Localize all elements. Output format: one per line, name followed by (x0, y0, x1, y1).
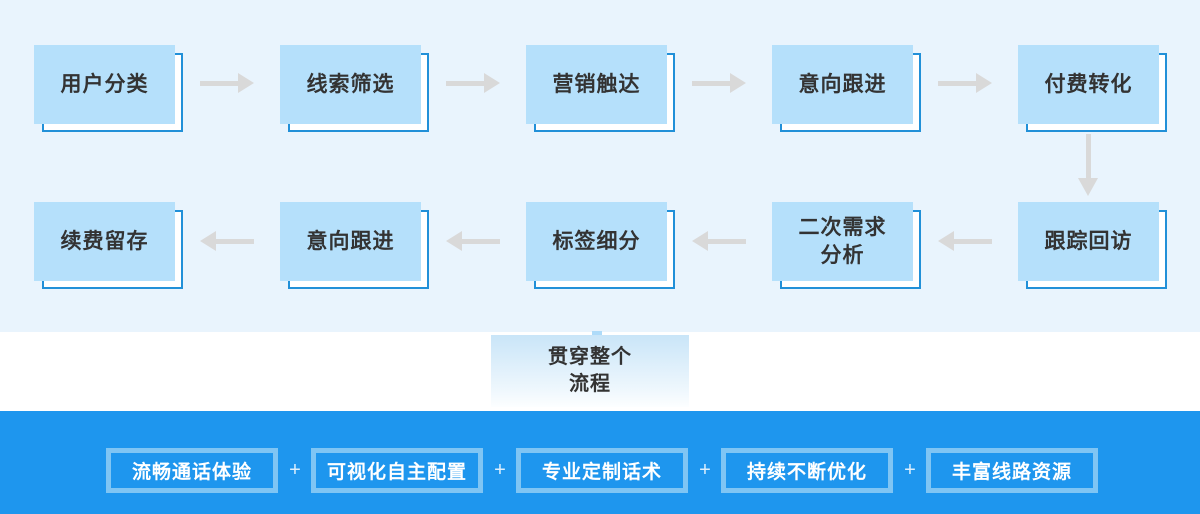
flow-step-text: 用户分类 (60, 72, 149, 96)
arrow-left-icon (446, 231, 500, 251)
feature-continuous-optimization: 持续不断优化 (721, 448, 893, 493)
banner-whole-process: 贯穿整个 流程 (491, 331, 689, 407)
plus-separator: + (699, 459, 711, 481)
arrow-left-icon (692, 231, 746, 251)
flow-step-text: 线索筛选 (306, 72, 395, 96)
plus-separator: + (904, 459, 916, 481)
flow-step-label: 意向跟进 (772, 45, 913, 124)
flow-step-label: 用户分类 (34, 45, 175, 124)
flow-step-lead-screening: 线索筛选 (280, 45, 429, 132)
banner-text: 贯穿整个 (548, 346, 632, 368)
arrow-right-icon (938, 73, 992, 93)
flow-step-marketing-reach: 营销触达 (526, 45, 675, 132)
flow-step-text: 标签细分 (552, 229, 641, 253)
flow-step-text: 分析 (820, 243, 865, 267)
feature-label: 可视化自主配置 (326, 462, 467, 483)
flow-step-tracking-revisit: 跟踪回访 (1018, 202, 1167, 289)
flow-step-label: 意向跟进 (280, 202, 421, 281)
feature-label: 持续不断优化 (746, 462, 867, 483)
flow-step-label: 续费留存 (34, 202, 175, 281)
feature-label: 专业定制话术 (541, 462, 662, 483)
flow-step-text: 付费转化 (1044, 72, 1133, 96)
feature-rich-line-resources: 丰富线路资源 (926, 448, 1098, 493)
flow-step-label: 跟踪回访 (1018, 202, 1159, 281)
arrow-right-icon (200, 73, 254, 93)
plus-separator: + (494, 459, 506, 481)
arrow-left-icon (200, 231, 254, 251)
arrow-right-icon (692, 73, 746, 93)
flow-step-label: 二次需求 分析 (772, 202, 913, 281)
banner-text: 流程 (569, 373, 611, 395)
up-arrow-tip-icon (592, 331, 602, 335)
flow-step-label: 标签细分 (526, 202, 667, 281)
flow-step-text: 意向跟进 (798, 72, 887, 96)
feature-label: 流畅通话体验 (131, 462, 252, 483)
flow-step-intent-followup-2: 意向跟进 (280, 202, 429, 289)
arrow-down-icon (1078, 134, 1098, 196)
feature-professional-custom-scripts: 专业定制话术 (516, 448, 688, 493)
plus-separator: + (289, 459, 301, 481)
feature-visual-self-configuration: 可视化自主配置 (311, 448, 483, 493)
flow-step-text: 跟踪回访 (1044, 229, 1133, 253)
flow-step-text: 营销触达 (552, 72, 641, 96)
flow-step-paid-conversion: 付费转化 (1018, 45, 1167, 132)
arrow-right-icon (446, 73, 500, 93)
flow-step-tag-segmentation: 标签细分 (526, 202, 675, 289)
flow-step-text: 续费留存 (60, 229, 149, 253)
flow-step-intent-followup-1: 意向跟进 (772, 45, 921, 132)
flow-step-user-classification: 用户分类 (34, 45, 183, 132)
flow-step-label: 线索筛选 (280, 45, 421, 124)
feature-smooth-call-experience: 流畅通话体验 (106, 448, 278, 493)
feature-label: 丰富线路资源 (951, 462, 1072, 483)
flow-step-secondary-demand-analysis: 二次需求 分析 (772, 202, 921, 289)
flow-step-renewal-retention: 续费留存 (34, 202, 183, 289)
arrow-left-icon (938, 231, 992, 251)
flow-step-label: 付费转化 (1018, 45, 1159, 124)
flow-step-text: 二次需求 (798, 215, 887, 239)
flow-step-text: 意向跟进 (306, 229, 395, 253)
flow-step-label: 营销触达 (526, 45, 667, 124)
